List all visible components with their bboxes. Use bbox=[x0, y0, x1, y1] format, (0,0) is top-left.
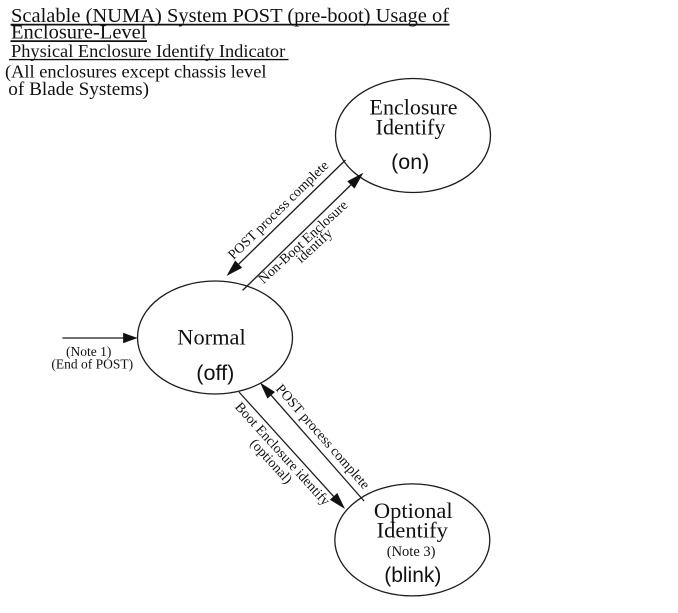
svg-text:(on): (on) bbox=[391, 150, 429, 174]
svg-text:(All enclosures except chassis: (All enclosures except chassis level bbox=[5, 62, 266, 83]
svg-text:of Blade Systems): of Blade Systems) bbox=[8, 79, 149, 100]
svg-text:(End of POST): (End of POST) bbox=[51, 356, 133, 371]
svg-text:Identify: Identify bbox=[376, 115, 446, 140]
svg-text:Enclosure-Level: Enclosure-Level bbox=[11, 22, 147, 44]
svg-text:(Note 1): (Note 1) bbox=[66, 344, 111, 359]
svg-text:Normal: Normal bbox=[177, 324, 245, 349]
svg-text:Physical Enclosure Identify In: Physical Enclosure Identify Indicator bbox=[11, 41, 285, 61]
svg-text:Identify: Identify bbox=[377, 518, 449, 543]
svg-text:(off): (off) bbox=[196, 360, 234, 385]
svg-text:Scalable (NUMA) System POST (p: Scalable (NUMA) System POST (pre-boot) U… bbox=[11, 5, 449, 27]
svg-text:Optional: Optional bbox=[374, 498, 453, 523]
svg-text:(blink): (blink) bbox=[384, 564, 441, 587]
svg-text:(Note 3): (Note 3) bbox=[387, 544, 436, 560]
svg-text:Boot Enclosure identify: Boot Enclosure identify bbox=[231, 400, 332, 509]
svg-text:Enclosure: Enclosure bbox=[370, 95, 458, 120]
